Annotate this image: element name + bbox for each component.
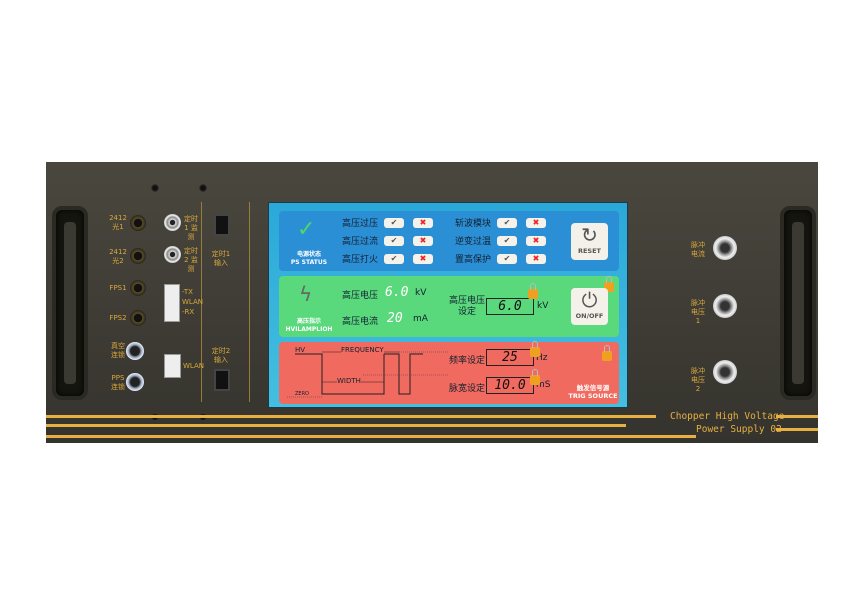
freq-label: 频率设定 [449,356,486,366]
unit: kV [537,301,549,311]
zero-label: ZERO [295,391,309,397]
bnc-label: 定时1 监测 [184,215,198,241]
x-icon: ✖ [526,218,546,228]
check-icon: ✔ [384,236,404,246]
voltage-setpoint-input[interactable]: 6.0 [486,298,534,315]
lock-icon[interactable] [530,369,540,385]
fps2-connector[interactable] [130,310,146,326]
check-icon: ✔ [384,254,404,264]
output-label: 脉冲 电流 [691,241,705,258]
screw-icon [151,184,159,192]
ethernet-port[interactable] [164,354,181,378]
right-handle [780,206,816,400]
port-label: 真空 连锁 [111,342,125,359]
tx-label: -TX [182,288,193,296]
input-label: 定时2 输入 [211,347,231,364]
brand-line-1: Chopper High Voltage [670,411,785,422]
fiber-port[interactable] [164,284,180,322]
width-setting-label: 脉宽设定 [449,384,486,394]
device-front-panel: 2412 光1 2412 光2 FPS1 FPS2 真空 连锁 PPS 连锁 定… [46,162,818,443]
hv-label: HV [295,346,306,354]
ethernet-label: WLAN [183,362,205,370]
status-label: 逆变过温 [455,237,492,247]
status-label: 置高保护 [455,255,492,265]
x-icon: ✖ [526,254,546,264]
x-icon: ✖ [413,218,433,228]
port-label: 2412 光2 [109,248,127,265]
pulse-voltage1-connector[interactable] [713,294,737,318]
lock-icon[interactable] [530,341,540,357]
check-icon: ✔ [497,254,517,264]
pps-interlock-connector[interactable] [126,373,144,391]
port-connector-2[interactable] [130,248,146,264]
port-label: FPS2 [109,314,127,322]
reset-icon: ↻ [581,223,598,247]
x-icon: ✖ [413,236,433,246]
x-icon: ✖ [526,236,546,246]
timer2-input-port[interactable] [214,369,230,391]
pulse-width-input[interactable]: 10.0 [486,377,534,394]
lock-icon[interactable] [602,345,612,361]
unit: mA [413,314,428,324]
port-connector-1[interactable] [130,215,146,231]
fps1-connector[interactable] [130,280,146,296]
frequency-label: FREQUENCY [341,346,384,354]
bnc-connector-1[interactable] [164,214,181,231]
check-icon: ✔ [384,218,404,228]
left-handle [52,206,88,400]
status-label: 高压过压 [342,219,379,229]
x-icon: ✖ [413,254,433,264]
output-label: 脉冲 电压1 [691,299,705,325]
input-label: 定时1 输入 [211,250,231,267]
check-icon: ✔ [497,236,517,246]
status-label: 高压打火 [342,255,379,265]
pulse-voltage2-connector[interactable] [713,360,737,384]
output-label: 脉冲 电压2 [691,367,705,393]
current-readout: 20 [387,311,403,326]
unit: kV [415,288,427,298]
width-label: WIDTH [337,377,361,385]
brand-line-2: Power Supply 02 [696,424,782,435]
status-label: 斩波模块 [455,219,492,229]
voltage-readout: 6.0 [385,285,409,300]
unit: Hz [536,353,548,363]
frequency-input[interactable]: 25 [486,349,534,366]
check-icon: ✔ [497,218,517,228]
voltage-label: 高压电压 [342,291,379,301]
timer1-input-port[interactable] [214,214,230,236]
trig-source-section: HV FREQUENCY WIDTH ZERO 频率设定 25 Hz 脉宽设定 … [279,341,619,404]
port-label: 2412 光1 [109,214,127,231]
reset-button[interactable]: ↻RESET [571,223,608,260]
port-label: PPS 连锁 [111,374,125,391]
check-circle-icon: ✓ [297,217,316,242]
rx-label: -RX [182,308,195,316]
unit: mS [536,380,551,390]
on-off-button[interactable]: ⏻ON/OFF [571,288,608,325]
pulse-current-connector[interactable] [713,236,737,260]
lock-icon[interactable] [604,276,614,292]
status-label: 高压过流 [342,237,379,247]
bnc-label: 定时2 监测 [184,247,198,273]
power-icon: ⏻ [581,288,598,312]
lightning-icon: ϟ [299,282,313,306]
current-label: 高压电流 [342,317,379,327]
vacuum-interlock-connector[interactable] [126,342,144,360]
port-label: FPS1 [109,284,127,292]
wlan-label: WLAN [182,298,204,306]
bnc-connector-2[interactable] [164,246,181,263]
lock-icon[interactable] [528,283,538,299]
screw-icon [199,184,207,192]
